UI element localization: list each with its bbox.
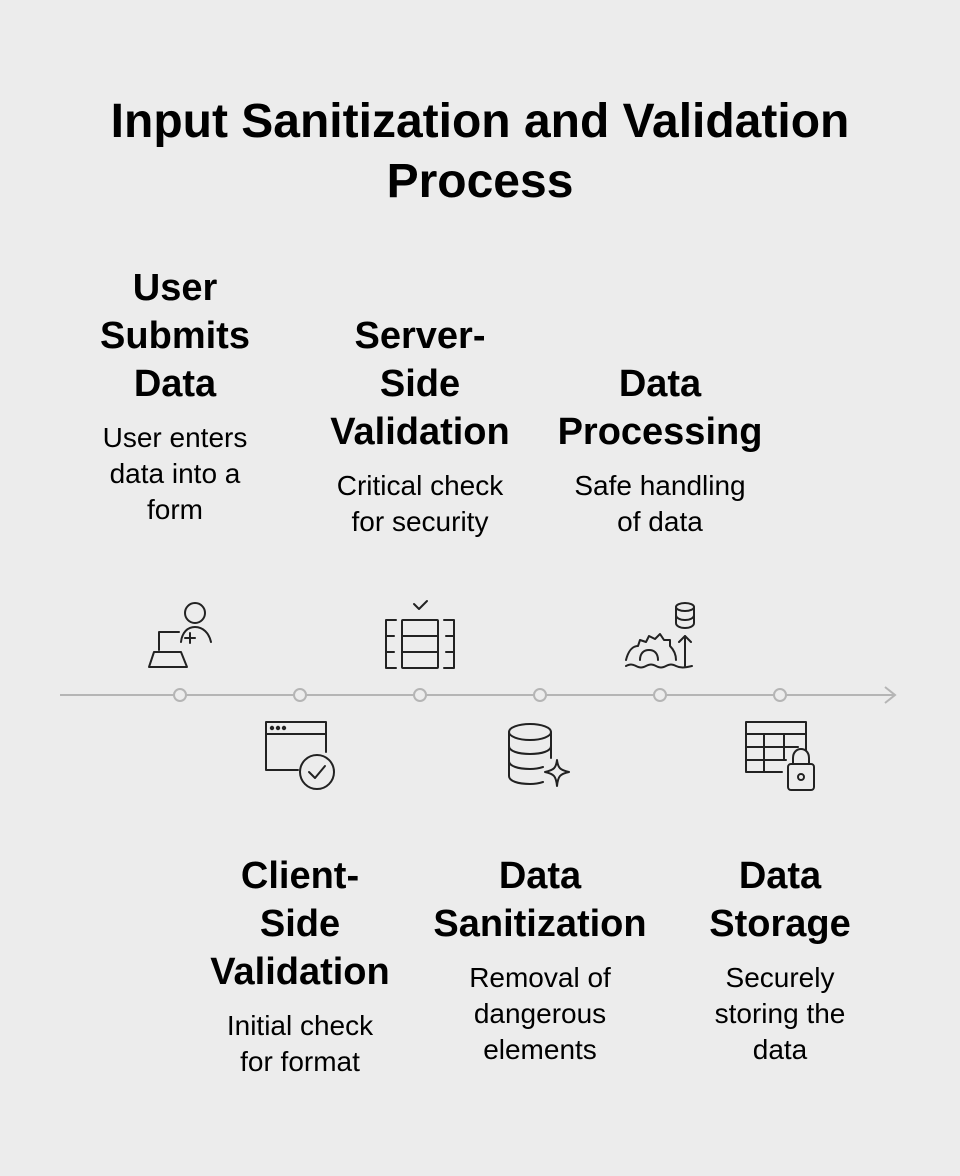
step-description: Removal of dangerous elements <box>469 962 611 1065</box>
diagram-title: Input Sanitization and Validation Proces… <box>0 92 960 212</box>
step-heading: Data Sanitization <box>433 855 647 945</box>
step-data-processing: Data Processing Safe handling of data <box>540 360 780 540</box>
step-description: User enters data into a form <box>102 422 248 525</box>
step-heading: Server- Side Validation <box>330 315 510 453</box>
browser-check-icon <box>265 721 335 790</box>
timeline-node-4 <box>533 688 547 702</box>
step-data-sanitization: Data Sanitization Removal of dangerous e… <box>425 852 655 1068</box>
step-user-submits-data: User Submits Data User enters data into … <box>80 264 270 528</box>
user-laptop-icon <box>148 602 212 668</box>
step-server-side-validation: Server- Side Validation Critical check f… <box>310 312 530 540</box>
table-lock-icon <box>745 721 815 791</box>
timeline-node-2 <box>293 688 307 702</box>
step-data-storage: Data Storage Securely storing the data <box>680 852 880 1068</box>
database-sparkle-icon <box>508 723 570 787</box>
step-heading: Data Processing <box>557 363 763 453</box>
step-client-side-validation: Client- Side Validation Initial check fo… <box>195 852 405 1080</box>
step-heading: Data Storage <box>709 855 851 945</box>
step-heading: User Submits Data <box>100 267 250 405</box>
step-description: Critical check for security <box>336 470 504 537</box>
title-line-2: Process <box>386 155 574 208</box>
timeline-node-1 <box>173 688 187 702</box>
timeline-node-5 <box>653 688 667 702</box>
title-line-1: Input Sanitization and Validation <box>110 95 850 148</box>
step-heading: Client- Side Validation <box>210 855 390 993</box>
gears-database-icon <box>625 602 695 669</box>
timeline-node-3 <box>413 688 427 702</box>
timeline-node-6 <box>773 688 787 702</box>
step-description: Safe handling of data <box>574 470 746 537</box>
server-check-icon <box>385 600 455 669</box>
step-description: Initial check for format <box>226 1010 374 1077</box>
step-description: Securely storing the data <box>714 962 846 1065</box>
timeline-arrow-head <box>884 686 897 704</box>
